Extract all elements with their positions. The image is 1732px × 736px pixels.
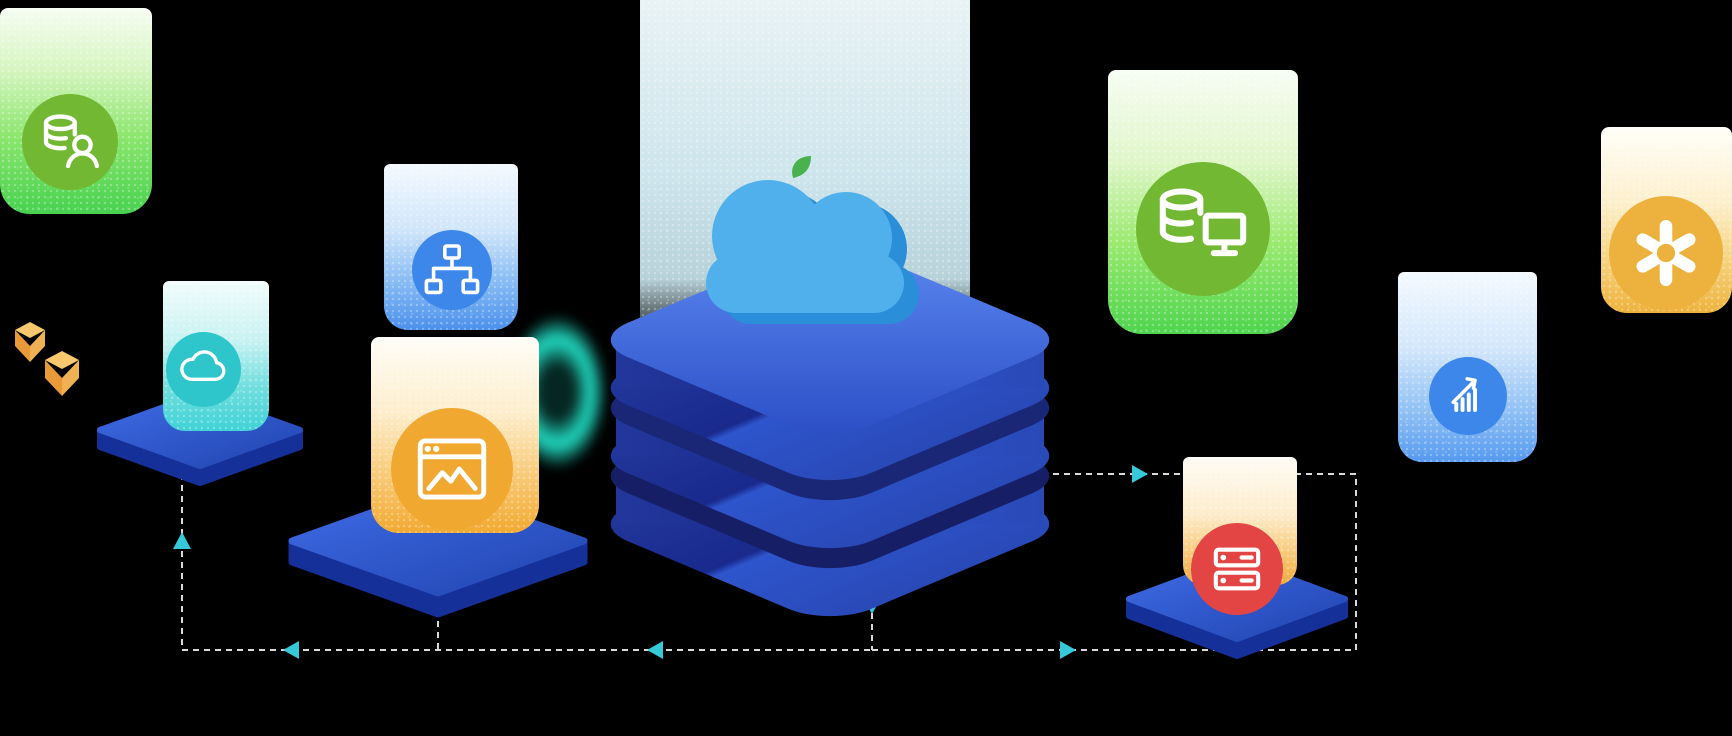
node-cloud-sync <box>166 332 241 407</box>
database-monitor-icon <box>1159 188 1247 257</box>
cube-left-face <box>45 360 62 396</box>
arrow-right-icon <box>1060 641 1076 659</box>
cube-icon <box>45 351 79 396</box>
server-icon <box>1213 547 1261 591</box>
org-chart-icon <box>424 244 480 295</box>
openai-icon-center <box>1656 243 1676 263</box>
node-web-content <box>391 408 513 530</box>
browser-image-icon <box>417 438 487 500</box>
cloud-body <box>706 180 904 313</box>
connector-left-loop <box>181 452 872 651</box>
leaf-icon <box>792 156 811 178</box>
arrow-left-icon <box>647 641 663 659</box>
arrow-right-icon <box>1132 465 1148 483</box>
node-user-database <box>22 94 118 190</box>
node-org-structure <box>412 230 492 310</box>
cube-left-face <box>15 330 30 362</box>
growth-chart-icon <box>1451 377 1477 412</box>
node-ai-model <box>1609 196 1723 310</box>
cube-right-face <box>62 360 79 396</box>
cube-right-face <box>30 330 45 362</box>
node-server-storage <box>1191 523 1283 615</box>
arrow-up-icon <box>173 532 191 549</box>
node-circle-bg <box>166 332 241 407</box>
openai-icon <box>1636 219 1696 287</box>
cube-icon <box>15 322 45 362</box>
cube-top-face <box>45 351 79 369</box>
node-circle-bg <box>22 94 118 190</box>
node-database-network <box>1136 162 1270 296</box>
node-analytics <box>1429 357 1507 435</box>
database-user-icon <box>43 114 100 169</box>
node-circle-bg <box>1191 523 1283 615</box>
connector-right-loop <box>872 473 1357 651</box>
node-circle-bg <box>391 408 513 530</box>
cloud-icon <box>706 156 919 324</box>
arrow-left-icon <box>283 641 299 659</box>
cloud-outline-icon <box>180 350 226 381</box>
platform-stack <box>610 247 1050 617</box>
cube-top-face <box>15 322 45 338</box>
